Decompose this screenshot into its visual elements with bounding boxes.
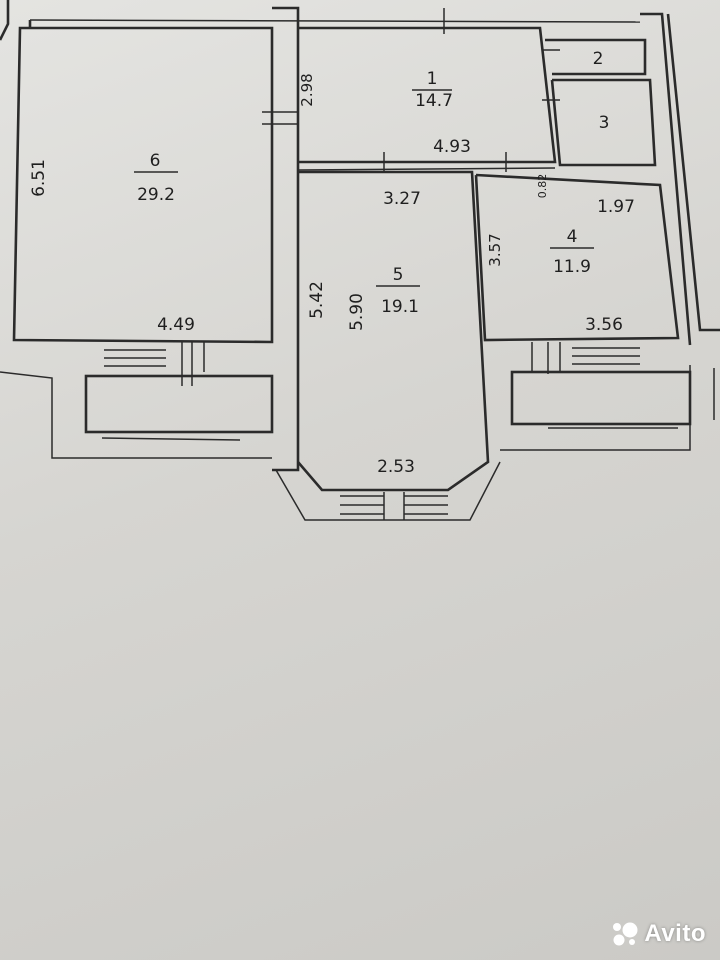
dim-room4-corner: 0.82: [536, 174, 549, 199]
room-1-area: 14.7: [415, 91, 453, 111]
dim-room1-height: 2.98: [298, 73, 316, 106]
right-balcony-outline: [500, 365, 691, 451]
room-2-walls: [545, 38, 647, 76]
right-balcony: [510, 370, 692, 426]
room-1-walls: [298, 26, 557, 164]
room-4-number: 4: [567, 227, 578, 247]
avito-logo-icon: [613, 922, 638, 946]
dim-room6-width: 4.49: [157, 315, 195, 335]
room-5-number: 5: [393, 265, 404, 285]
room-2-number: 2: [593, 49, 604, 69]
room-3-number: 3: [599, 113, 610, 133]
left-balcony-rail: [101, 437, 241, 441]
room-3-walls: [550, 78, 657, 167]
dim-room5-left: 5.42: [307, 281, 327, 319]
dim-room4-width: 3.56: [585, 315, 623, 335]
left-balcony-outline: [0, 371, 272, 459]
room-5-area: 19.1: [381, 297, 419, 317]
dim-room5-inner: 5.90: [347, 293, 367, 331]
central-column: [272, 6, 300, 472]
left-outer-wall: [0, 0, 10, 41]
dim-room5-top: 3.27: [383, 189, 421, 209]
room-6-walls: [12, 20, 274, 344]
far-right-wall: [666, 13, 720, 332]
avito-watermark: Avito: [610, 920, 706, 948]
room-4-area: 11.9: [553, 257, 591, 277]
dim-room5-bay: 2.53: [377, 457, 415, 477]
dim-room6-height: 6.51: [29, 159, 49, 197]
room-5-walls: [297, 170, 490, 492]
room-1-partition: [297, 167, 556, 171]
room-6-number: 6: [150, 151, 161, 171]
room-6-area: 29.2: [137, 185, 175, 205]
left-balcony: [84, 374, 274, 434]
dim-room4-left: 3.57: [486, 233, 504, 266]
right-outer-wall: [640, 12, 692, 346]
room-5-bay-outline: [275, 461, 501, 521]
dim-room4-top: 1.97: [597, 197, 635, 217]
top-outer-wall: [29, 19, 641, 23]
room-1-number: 1: [427, 69, 438, 89]
dim-room1-width: 4.93: [433, 137, 471, 157]
room-4-walls: [474, 173, 680, 342]
window-marks: [104, 8, 640, 520]
avito-watermark-text: Avito: [644, 920, 706, 947]
